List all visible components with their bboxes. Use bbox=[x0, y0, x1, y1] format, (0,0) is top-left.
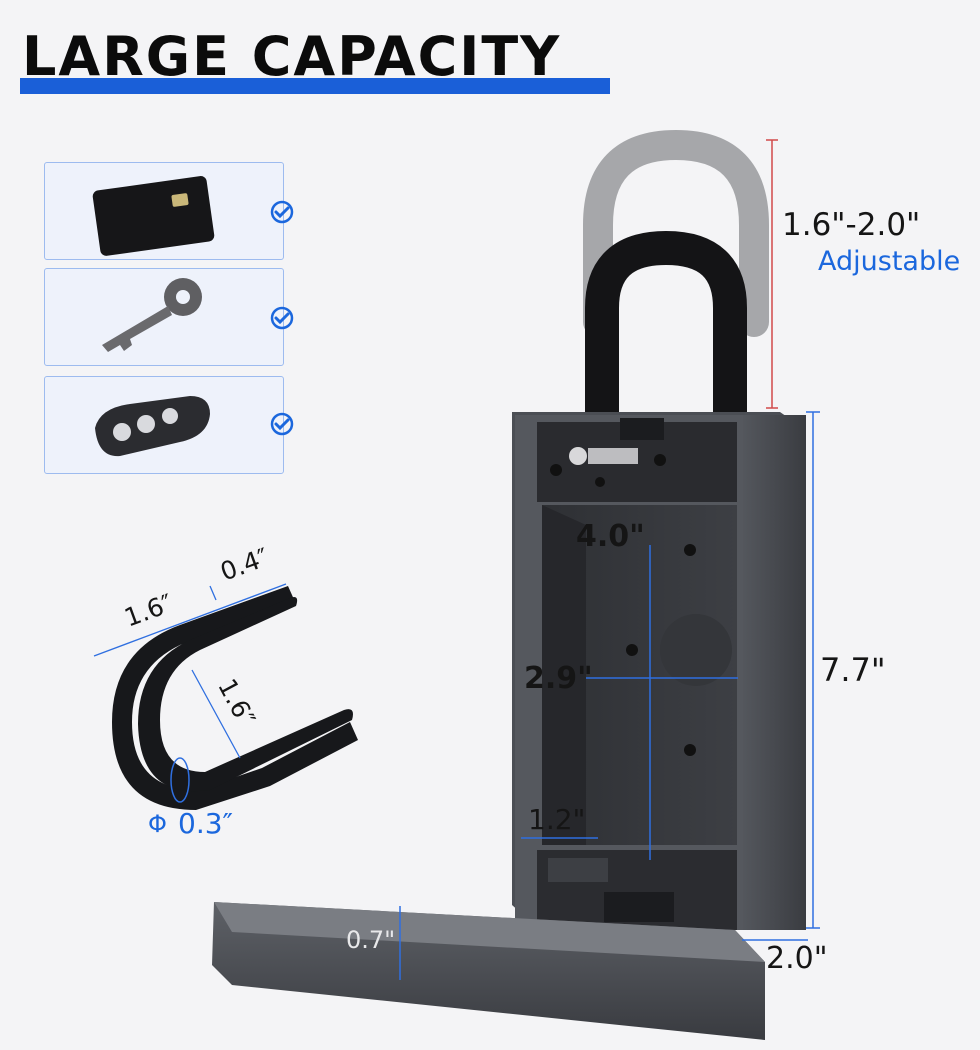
check-icon bbox=[270, 412, 294, 436]
lock-lid bbox=[212, 902, 765, 1040]
shackle-raised bbox=[583, 129, 769, 337]
heading-underline bbox=[20, 78, 610, 94]
box-dimension-lines bbox=[399, 411, 820, 980]
diameter-symbol: Φ bbox=[148, 810, 167, 838]
box-depth-label: 2.0" bbox=[766, 941, 828, 976]
shackle-part-dimension-lines bbox=[93, 583, 287, 759]
car-key-fob-icon bbox=[95, 396, 210, 457]
check-icon bbox=[270, 200, 294, 224]
diameter-label: 0.3″ bbox=[178, 807, 233, 840]
bottom-width-label: 1.2" bbox=[528, 803, 586, 836]
shackle-travel-line bbox=[766, 139, 778, 409]
shackle-travel-label: 1.6"-2.0" bbox=[782, 207, 921, 243]
inner-depth-label: 4.0" bbox=[576, 519, 645, 554]
check-icon bbox=[270, 306, 294, 330]
lid-thickness-label: 0.7" bbox=[346, 926, 396, 954]
box-height-label: 7.7" bbox=[820, 651, 886, 689]
shackle-lowered bbox=[585, 230, 747, 420]
inner-width-label: 2.9" bbox=[524, 661, 593, 696]
key-icon bbox=[102, 278, 202, 352]
lock-box bbox=[512, 412, 806, 930]
page-title: LARGE CAPACITY bbox=[22, 25, 562, 88]
shackle-part bbox=[112, 586, 358, 810]
shackle-adjustable-note: Adjustable bbox=[818, 246, 961, 277]
card-icon bbox=[92, 176, 215, 256]
